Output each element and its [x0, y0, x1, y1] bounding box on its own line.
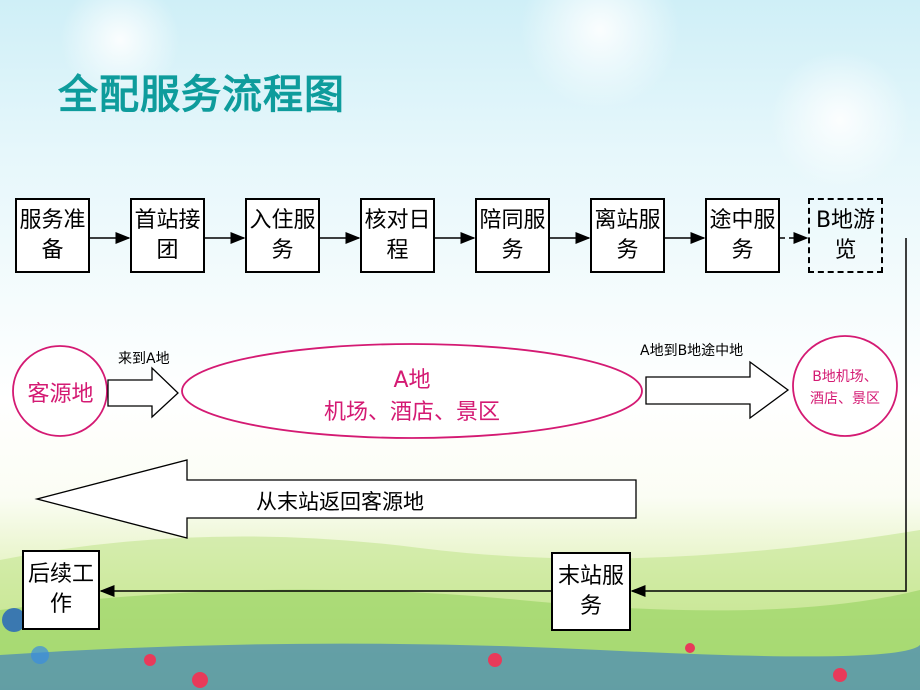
b-place-circle	[792, 335, 898, 437]
step-en-route: 途中服务	[705, 198, 780, 273]
a-place-ellipse	[181, 343, 643, 439]
a-places: 机场、酒店、景区	[323, 400, 500, 425]
to-a-arrow	[107, 366, 179, 419]
return-label: 从末站返回客源地	[256, 490, 424, 514]
b-places-line1: B地机场、	[812, 369, 878, 385]
step-first-station: 首站接团	[130, 198, 205, 273]
return-arrow	[34, 459, 637, 539]
a-to-b-arrow	[645, 360, 790, 420]
a-to-b-label: A地到B地途中地	[640, 343, 744, 359]
step-check-in: 入住服务	[245, 198, 320, 273]
b-to-last-connector	[630, 238, 907, 597]
step-follow-up: 后续工作	[22, 550, 100, 630]
page-title: 全配服务流程图	[58, 72, 345, 118]
step-accompany: 陪同服务	[475, 198, 550, 273]
a-title: A地	[393, 368, 431, 393]
step-last-station: 末站服务	[551, 552, 631, 631]
origin-label: 客源地	[27, 382, 94, 407]
b-places-line2: 酒店、景区	[810, 391, 880, 407]
step-departure: 离站服务	[590, 198, 665, 273]
step-b-tour: B地游览	[808, 198, 883, 273]
origin-circle	[12, 345, 108, 437]
to-a-label: 来到A地	[118, 351, 170, 367]
step-service-prep: 服务准备	[15, 198, 90, 273]
step-verify-schedule: 核对日程	[360, 198, 435, 273]
